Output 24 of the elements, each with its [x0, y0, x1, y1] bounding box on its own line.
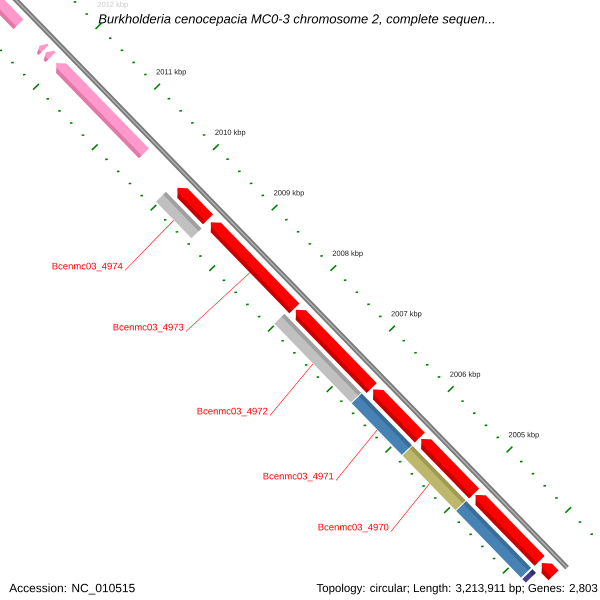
gene-block: [475, 494, 545, 566]
leader-line: [390, 483, 430, 532]
gene-label: Bcenmc03_4974: [52, 262, 123, 272]
gene-bar: [522, 569, 536, 583]
gene-block: [56, 62, 149, 158]
title: Burkholderia cenocepacia MC0-3 chromosome 2, complete sequen...: [98, 14, 494, 26]
gene-block: [421, 438, 480, 498]
gene-block: [177, 188, 214, 224]
gene-block: [210, 222, 300, 314]
leader-line: [336, 430, 378, 481]
gene-label: Bcenmc03_4971: [264, 472, 334, 482]
gene-block: [542, 563, 559, 580]
gene-block: [44, 50, 56, 62]
gene-block: [296, 310, 377, 393]
accession-label: Accession: NC_010515: [9, 583, 135, 595]
gene-block: [0, 0, 24, 30]
leader-line: [270, 363, 314, 416]
leader-line: [186, 272, 250, 332]
gene-label: Bcenmc03_4972: [198, 408, 268, 416]
gene-label: Bcenmc03_4970: [318, 524, 388, 532]
gene-label: Bcenmc03_4973: [114, 324, 184, 332]
leader-line: [124, 220, 174, 271]
genome-info-label: Topology: circular; Length: 3,213,911 bp; Genes: 2,803: [316, 584, 598, 594]
gene-block: [372, 389, 425, 442]
